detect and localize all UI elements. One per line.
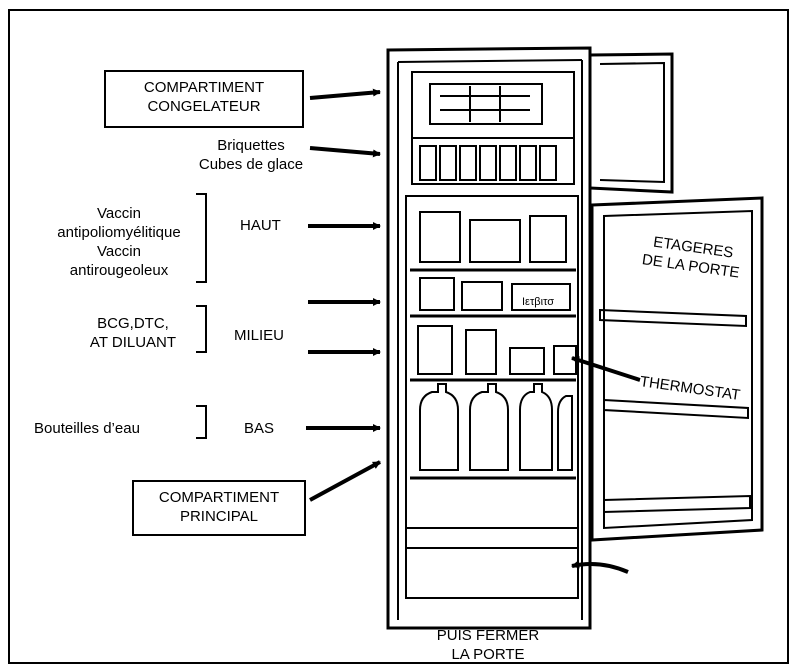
vaccine-line4: antirougeoleux	[46, 261, 192, 280]
bcg-line2: AT DILUANT	[78, 333, 188, 352]
main-box-line1: COMPARTIMENT	[134, 488, 304, 507]
freezer-box-line1: COMPARTIMENT	[106, 78, 302, 97]
close-line1: PUIS FERMER	[418, 626, 558, 645]
haut-label: HAUT	[240, 216, 281, 235]
ice-label: Briquettes Cubes de glace	[196, 136, 306, 174]
vaccine-label: Vaccin antipoliomyélitique Vaccin antiro…	[46, 204, 192, 280]
fridge-sign: Ιετβιτσ	[522, 296, 554, 308]
close-line2: LA PORTE	[418, 645, 558, 664]
freezer-compartment-box: COMPARTIMENT CONGELATEUR	[104, 70, 304, 128]
close-door-arrow	[572, 564, 628, 572]
freezer-compartment	[412, 72, 574, 184]
bcg-label: BCG,DTC, AT DILUANT	[78, 314, 188, 352]
ice-line1: Briquettes	[196, 136, 306, 155]
close-door-caption: PUIS FERMER LA PORTE	[418, 626, 558, 664]
vaccine-line3: Vaccin	[46, 242, 192, 261]
bottles-label: Bouteilles d’eau	[34, 419, 140, 438]
main-box-line2: PRINCIPAL	[134, 507, 304, 526]
bcg-line1: BCG,DTC,	[78, 314, 188, 333]
freezer-box-line2: CONGELATEUR	[106, 97, 302, 116]
freezer-door	[590, 54, 672, 192]
milieu-label: MILIEU	[234, 326, 284, 345]
main-compartment-box: COMPARTIMENT PRINCIPAL	[132, 480, 306, 536]
bas-label: BAS	[244, 419, 274, 438]
vaccine-line2: antipoliomyélitique	[46, 223, 192, 242]
ice-line2: Cubes de glace	[196, 155, 306, 174]
vaccine-line1: Vaccin	[46, 204, 192, 223]
brackets	[196, 194, 206, 438]
main-compartment	[406, 196, 578, 598]
